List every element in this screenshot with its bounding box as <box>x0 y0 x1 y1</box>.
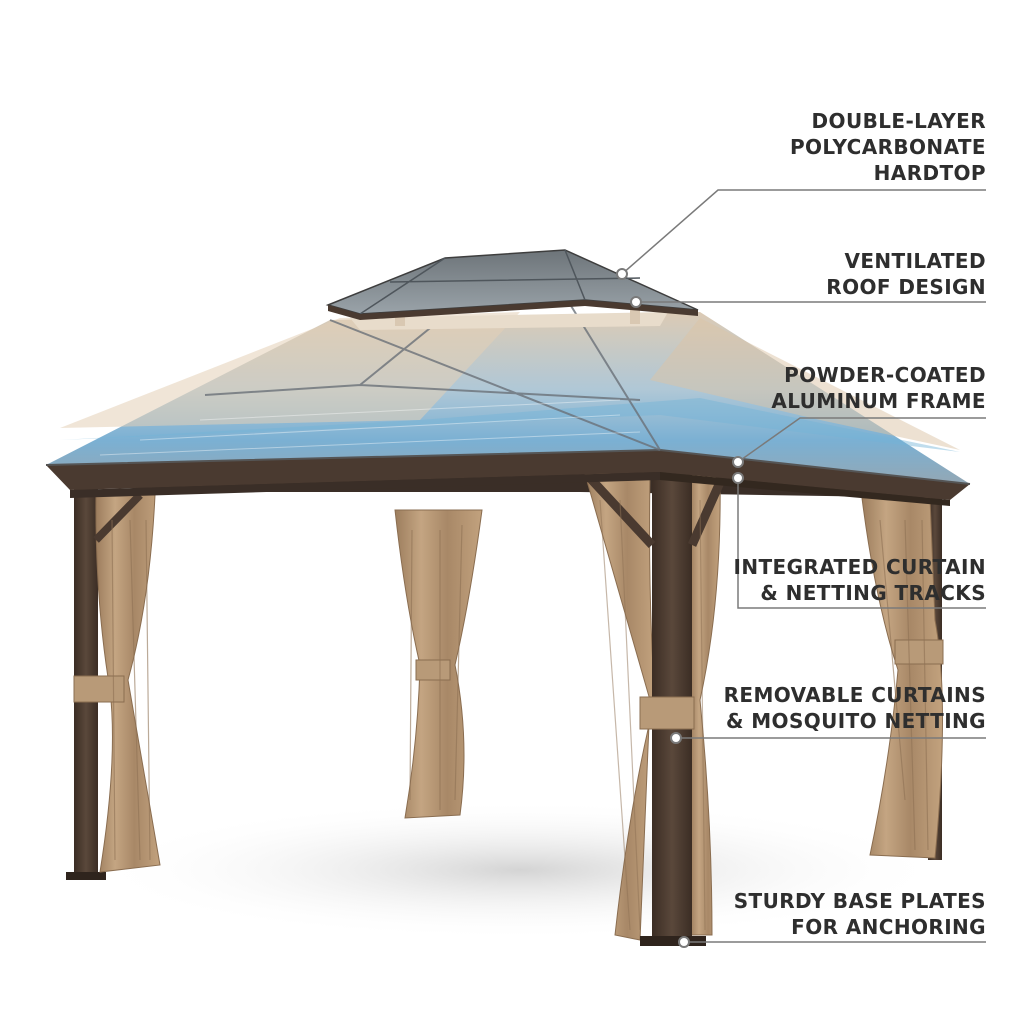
callout-line: ROOF DESIGN <box>826 275 986 299</box>
callout-curtain-tracks: INTEGRATED CURTAIN & NETTING TRACKS <box>734 554 986 606</box>
back-left-curtain <box>394 509 483 819</box>
callout-ventilated-roof: VENTILATED ROOF DESIGN <box>826 248 986 300</box>
callout-removable-curtains: REMOVABLE CURTAINS & MOSQUITO NETTING <box>724 682 986 734</box>
leader-line-tracks <box>737 478 986 609</box>
back-right-post <box>861 495 944 860</box>
callout-dot <box>732 456 744 468</box>
callout-line: STURDY BASE PLATES <box>733 889 986 913</box>
callout-aluminum-frame: POWDER-COATED ALUMINUM FRAME <box>771 362 986 414</box>
callout-dot <box>616 268 628 280</box>
callout-dot <box>732 472 744 484</box>
callout-base-plates: STURDY BASE PLATES FOR ANCHORING <box>734 888 986 940</box>
callout-line: POLYCARBONATE <box>789 135 986 159</box>
callout-line: ALUMINUM FRAME <box>771 389 986 413</box>
leader-line-hardtop <box>621 189 986 275</box>
callout-line: & MOSQUITO NETTING <box>726 709 986 733</box>
callout-line: POWDER-COATED <box>784 363 986 387</box>
callout-dot <box>630 296 642 308</box>
callout-line: DOUBLE-LAYER <box>811 109 986 133</box>
callout-line: & NETTING TRACKS <box>760 581 986 605</box>
callout-dot <box>678 936 690 948</box>
leader-line-frame <box>737 417 986 463</box>
callout-hardtop: DOUBLE-LAYER POLYCARBONATE HARDTOP <box>790 108 986 186</box>
front-right-post <box>584 470 727 946</box>
polycarbonate-roof <box>45 287 971 485</box>
callout-line: INTEGRATED CURTAIN <box>733 555 986 579</box>
callout-line: REMOVABLE CURTAINS <box>723 683 986 707</box>
callout-line: VENTILATED <box>844 249 986 273</box>
callout-line: HARDTOP <box>873 161 986 185</box>
callout-line: FOR ANCHORING <box>791 915 986 939</box>
callout-dot <box>670 732 682 744</box>
front-left-post <box>66 488 161 880</box>
ventilated-top-roof <box>325 249 699 330</box>
ground-shadow <box>90 800 950 940</box>
